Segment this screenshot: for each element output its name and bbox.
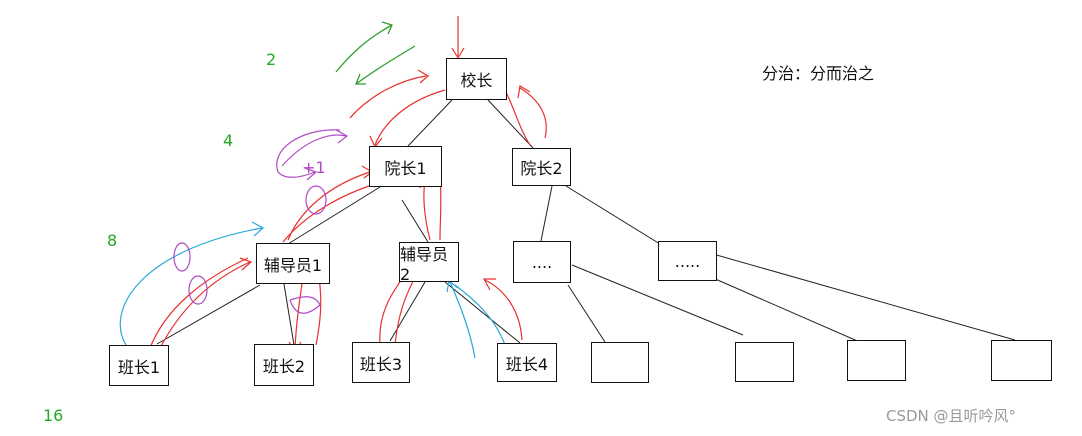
red-arrow-principal-to-dean2: [504, 89, 531, 146]
node-monitor4: 班长4: [497, 343, 557, 382]
edge-dean2-ellipsis2: [565, 185, 661, 245]
purple-mark-counselor1: [289, 296, 321, 314]
purple-marks: [173, 129, 349, 314]
edge-ellipsis1-empty2: [571, 264, 744, 336]
node-counselor1: 辅导员1: [256, 243, 330, 284]
edge-dean2-ellipsis1: [540, 185, 553, 242]
edge-counselor2-monitor3: [389, 281, 426, 342]
node-empty1: [591, 342, 649, 383]
node-principal: 校长: [446, 58, 507, 100]
red-arrow-into-principal: [451, 16, 465, 60]
watermark: CSDN @且听吟风°: [886, 407, 1017, 425]
red-arrow-monitor4-to-counselor2: [482, 278, 523, 341]
blue-arrow-monitor4-to-counselor2: [446, 279, 476, 359]
divide-conquer-note: 分治：分而治之: [762, 64, 875, 83]
node-ellipsis1: ....: [513, 241, 571, 283]
node-monitor1: 班长1: [109, 345, 169, 386]
purple-arrow-dean1-left: [276, 129, 341, 181]
purple-circle-mid: [188, 275, 208, 305]
node-ellipsis2: .....: [658, 241, 717, 281]
node-counselor2: 辅导员2: [399, 242, 459, 284]
node-dean1: 院长1: [369, 146, 442, 187]
edge-dean1-counselor1: [287, 186, 381, 245]
edge-counselor1-monitor2: [283, 283, 295, 346]
red-arrow-monitor1-to-counselor1: [159, 257, 253, 349]
red-arrow-dean1-to-principal: [349, 69, 430, 119]
edge-ellipsis2-empty4: [712, 253, 1016, 341]
blue-arrow-monitor1-to-counselor1: [119, 221, 265, 346]
green-arrow-up: [335, 21, 393, 73]
plus-one-annotation: +1: [302, 158, 326, 177]
level-label-2: 2: [266, 50, 277, 69]
purple-arrow-return: [281, 129, 349, 167]
edge-counselor1-monitor1: [156, 284, 261, 345]
green-arrows: [335, 21, 416, 85]
edge-ellipsis2-empty3: [712, 277, 863, 344]
red-arrow-dean1-to-counselor1: [282, 182, 379, 243]
level-label-4: 4: [223, 131, 234, 150]
edge-counselor2-monitor4: [444, 281, 521, 344]
edge-principal-dean1: [407, 99, 453, 147]
red-arrow-counselor2-to-dean1: [419, 176, 432, 241]
node-monitor3: 班长3: [352, 342, 410, 383]
node-empty3: [847, 340, 906, 381]
node-empty2: [735, 342, 794, 382]
node-empty4: [991, 340, 1052, 381]
edge-principal-dean2: [487, 99, 534, 149]
green-arrow-down: [355, 45, 416, 85]
blue-arrow-counselor2-to-monitor4: [454, 284, 506, 346]
red-arrow-dean2-to-principal: [517, 85, 547, 139]
level-label-16: 16: [43, 406, 64, 425]
red-arrow-dean1-to-counselor2: [439, 177, 442, 241]
edge-ellipsis1-empty1: [567, 284, 606, 343]
red-arrow-counselor1-to-monitor2: [288, 282, 303, 354]
node-monitor2: 班长2: [254, 344, 314, 386]
red-arrow-counselor1-to-monitor1: [149, 257, 249, 349]
purple-circle-left: [173, 242, 191, 272]
purple-circle-upper: [305, 185, 327, 215]
node-dean2: 院长2: [512, 148, 571, 186]
edge-dean1-counselor2: [401, 199, 429, 243]
level-label-8: 8: [107, 231, 118, 250]
tree-edges: [156, 99, 1016, 346]
